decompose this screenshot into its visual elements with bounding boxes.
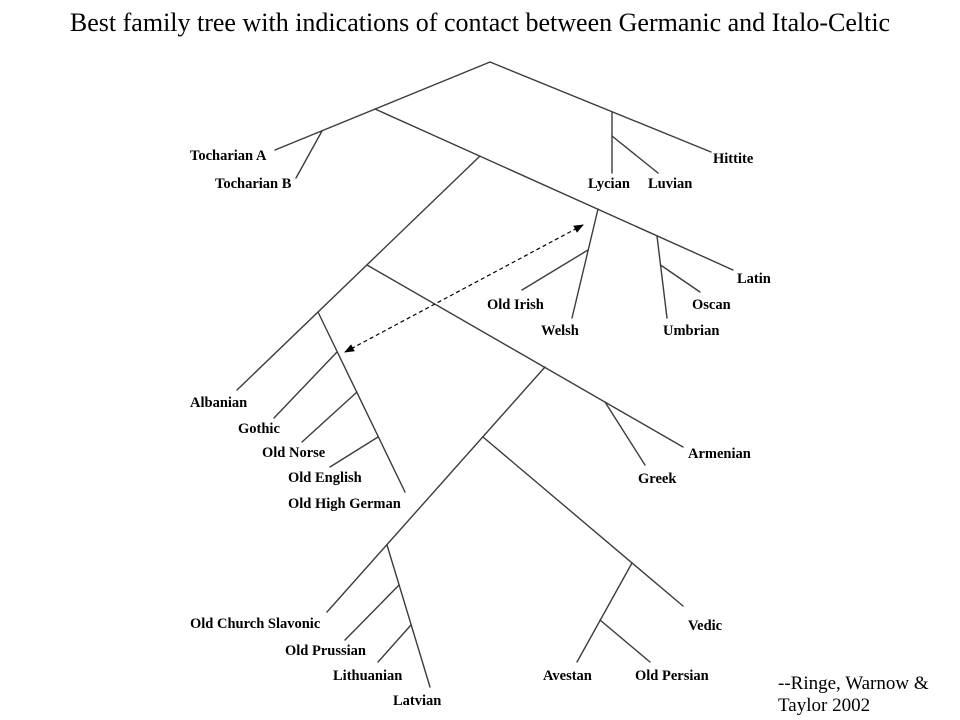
credit-line-2: Taylor 2002: [778, 695, 870, 716]
edge-oscan: [659, 264, 701, 293]
edge-tocharian-a: [274, 61, 491, 151]
edge-gothic: [273, 351, 338, 419]
label-umbrian: Umbrian: [663, 323, 719, 339]
credit: --Ringe, Warnow & Taylor 2002: [778, 673, 929, 716]
label-luvian: Luvian: [648, 176, 692, 192]
label-welsh: Welsh: [541, 323, 579, 339]
edge-tocharian-b: [295, 130, 323, 179]
credit-line-1: --Ringe, Warnow &: [778, 673, 929, 694]
edge-lithuanian: [377, 624, 412, 663]
celtic-branch: Old Irish Welsh: [487, 208, 599, 339]
label-latvian: Latvian: [393, 693, 441, 709]
edge-hittite: [489, 61, 712, 153]
label-old-high-german: Old High German: [288, 496, 401, 512]
germanic-branch: Gothic Old Norse Old English Old High Ge…: [238, 311, 406, 512]
indo-iranian-branch: Vedic Avestan Old Persian: [482, 436, 723, 684]
label-tocharian-b: Tocharian B: [215, 176, 292, 192]
label-tocharian-a: Tocharian A: [190, 148, 267, 164]
label-old-church-slavonic: Old Church Slavonic: [190, 616, 321, 632]
contact-arrow: [344, 224, 584, 353]
label-hittite: Hittite: [713, 151, 754, 167]
label-albanian: Albanian: [190, 395, 247, 411]
edge-avestan: [576, 562, 633, 663]
label-old-english: Old English: [288, 470, 362, 486]
edge-latin: [374, 108, 734, 271]
edge-armenian: [366, 264, 684, 448]
edge-old-irish: [521, 249, 589, 291]
edge-vedic: [482, 436, 684, 607]
label-gothic: Gothic: [238, 421, 280, 437]
edge-welsh: [571, 208, 599, 319]
label-old-irish: Old Irish: [487, 297, 544, 313]
edge-old-norse: [301, 391, 358, 443]
edge-old-persian: [599, 619, 651, 663]
armenian-branch: Armenian: [366, 264, 751, 462]
label-old-prussian: Old Prussian: [285, 643, 366, 659]
edge-old-high-german: [317, 311, 406, 493]
edge-latvian: [386, 544, 431, 688]
label-latin: Latin: [737, 271, 771, 287]
anatolian-branch: Hittite Lycian Luvian: [489, 61, 754, 192]
label-oscan: Oscan: [692, 297, 731, 313]
edge-old-prussian: [344, 584, 400, 641]
tocharian-branch: Tocharian A Tocharian B: [190, 61, 491, 192]
edge-umbrian: [656, 235, 668, 319]
greek-branch: Greek: [604, 401, 677, 487]
label-old-norse: Old Norse: [262, 445, 326, 461]
edge-old-church-slavonic: [326, 366, 546, 613]
label-vedic: Vedic: [688, 618, 723, 634]
edge-old-english: [329, 436, 379, 468]
label-avestan: Avestan: [543, 668, 592, 684]
label-armenian: Armenian: [688, 446, 751, 462]
italic-branch: Latin Oscan Umbrian: [374, 108, 771, 339]
label-greek: Greek: [638, 471, 677, 487]
albanian-branch: Albanian: [190, 155, 481, 411]
edge-luvian: [611, 135, 659, 174]
edge-greek: [604, 401, 646, 466]
family-tree: Tocharian A Tocharian B Hittite Lycian L…: [190, 61, 771, 709]
balto-slavic-branch: Old Church Slavonic Old Prussian Lithuan…: [190, 366, 546, 709]
label-lithuanian: Lithuanian: [333, 668, 402, 684]
label-lycian: Lycian: [588, 176, 630, 192]
slide-title: Best family tree with indications of con…: [70, 8, 890, 37]
label-old-persian: Old Persian: [635, 668, 709, 684]
